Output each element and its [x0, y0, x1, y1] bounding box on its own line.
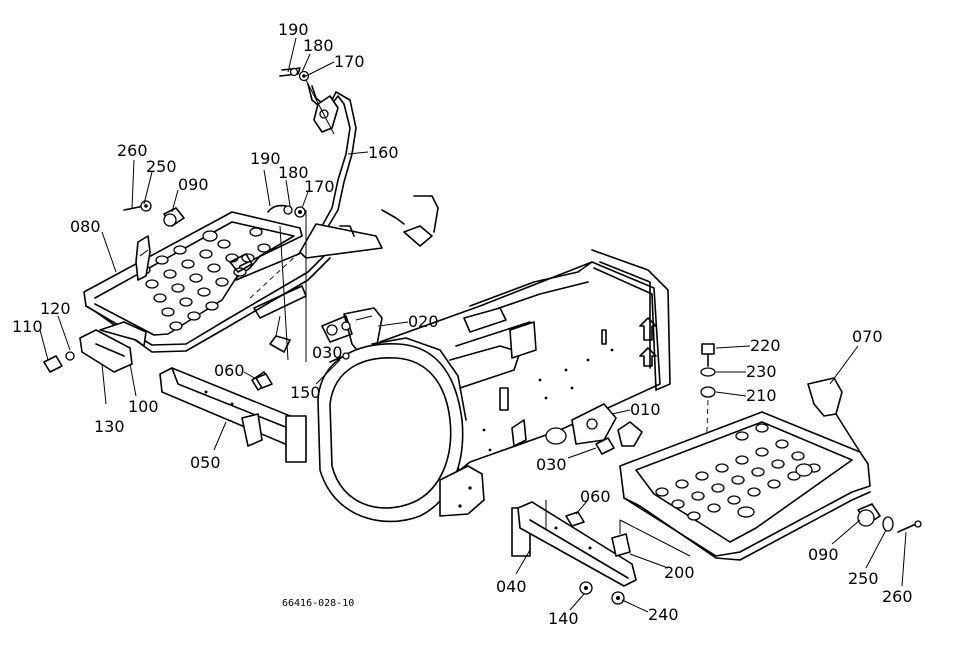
- label-260-right: 260: [882, 587, 913, 606]
- frame-040: [511, 501, 637, 587]
- upper-bracket-plate: [247, 223, 383, 301]
- small-arm-fitting: [381, 195, 439, 247]
- linkage-rod-160: [305, 79, 357, 231]
- label-090-right: 090: [808, 545, 839, 564]
- frame-050: [159, 367, 307, 463]
- label-020: 020: [408, 312, 439, 331]
- label-070: 070: [852, 327, 883, 346]
- bolt-030-upper: [329, 352, 350, 363]
- label-080: 080: [70, 217, 101, 236]
- label-240: 240: [648, 605, 679, 624]
- footstep-holes-left: [137, 227, 271, 331]
- label-180-top: 180: [303, 36, 334, 55]
- bracket-plate-200: [545, 500, 691, 557]
- plates-130-100: [79, 321, 147, 373]
- label-100: 100: [128, 397, 159, 416]
- label-250-left: 250: [146, 157, 177, 176]
- bolt-030-lower: [595, 437, 615, 455]
- bolt-060-right: [565, 511, 585, 527]
- label-050: 050: [190, 453, 221, 472]
- label-150: 150: [290, 383, 321, 402]
- label-200: 200: [664, 563, 695, 582]
- label-230: 230: [746, 362, 777, 381]
- label-040: 040: [496, 577, 527, 596]
- nut-240: [611, 591, 625, 605]
- label-190-mid: 190: [250, 149, 281, 168]
- label-010: 010: [630, 400, 661, 419]
- bolt-060-left: [255, 373, 273, 389]
- label-170-mid: 170: [304, 177, 335, 196]
- label-160: 160: [368, 143, 399, 162]
- label-030-upper: 030: [312, 343, 343, 362]
- part-labels: 190 180 170 160 260 250 090 190 180 170 …: [12, 20, 913, 628]
- footstep-holes-right: [655, 423, 821, 521]
- label-180-mid: 180: [278, 163, 309, 182]
- label-190-top: 190: [278, 20, 309, 39]
- label-250-right: 250: [848, 569, 879, 588]
- label-030-lower: 030: [536, 455, 567, 474]
- drawing-number: 66416-028-10: [282, 598, 354, 609]
- label-110: 110: [12, 317, 43, 336]
- label-120: 120: [40, 299, 71, 318]
- label-260-left: 260: [117, 141, 148, 160]
- left-footstep-080: [83, 211, 331, 353]
- label-140: 140: [548, 609, 579, 628]
- bolt-110-washer-120: [43, 351, 75, 373]
- right-bushing-washer-pin: [857, 503, 922, 533]
- label-060-left: 060: [214, 361, 245, 380]
- label-170-top: 170: [334, 52, 365, 71]
- nut-140: [579, 581, 593, 595]
- left-pin-washer-bushing: [123, 200, 185, 227]
- label-220: 220: [750, 336, 781, 355]
- label-130: 130: [94, 417, 125, 436]
- front-housing-disc: [317, 337, 485, 523]
- mid-clip-pin-190-180-170: [267, 204, 306, 218]
- right-footstep-070: [619, 377, 871, 561]
- leader-lines: [39, 37, 907, 613]
- label-090-left: 090: [178, 175, 209, 194]
- label-210: 210: [746, 386, 777, 405]
- label-060-right: 060: [580, 487, 611, 506]
- top-clip-pin-190-180-170: [279, 67, 310, 82]
